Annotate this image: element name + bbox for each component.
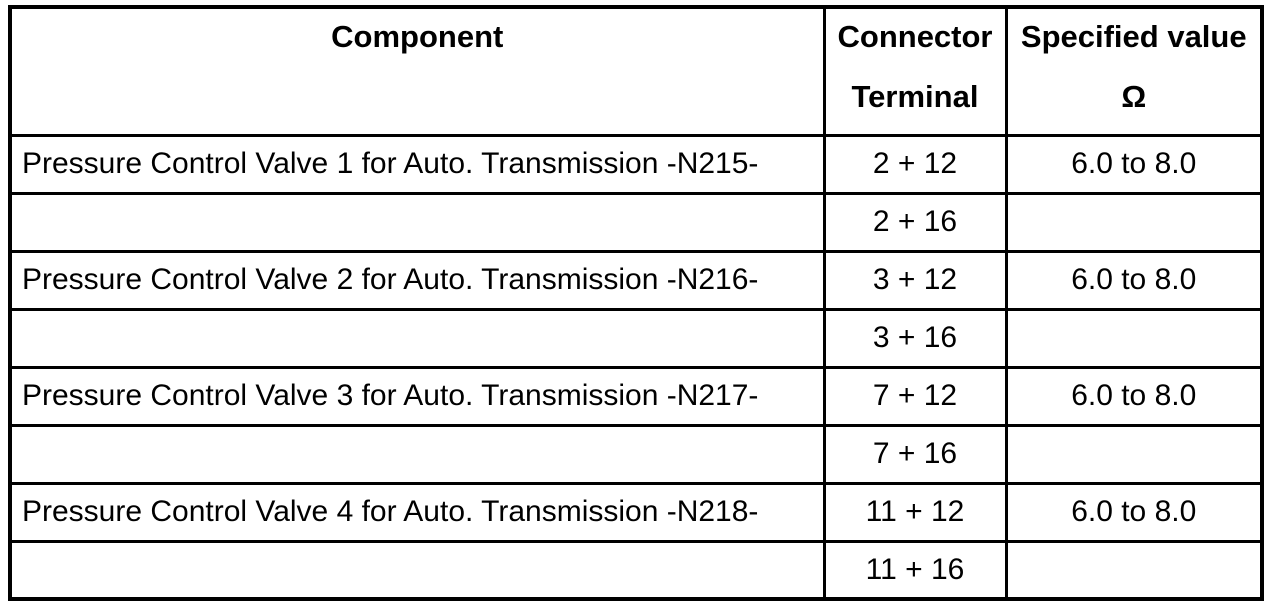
- value-cell: [1004, 191, 1264, 253]
- ohm-symbol: Ω: [1121, 79, 1147, 114]
- component-cell: Pressure Control Valve 2 for Auto. Trans…: [8, 249, 826, 311]
- table-header-row: Component Connector Terminal Specified v…: [8, 5, 1264, 137]
- value-cell: [1004, 539, 1264, 601]
- component-cell: [8, 539, 826, 601]
- specified-value-column-header: Specified value Ω: [1004, 5, 1264, 137]
- terminal-cell: 2 + 16: [822, 191, 1008, 253]
- terminal-cell: 3 + 16: [822, 307, 1008, 369]
- component-column-header: Component: [8, 5, 826, 137]
- table-row: 2 + 16: [8, 191, 1264, 253]
- component-cell: [8, 423, 826, 485]
- component-cell: [8, 307, 826, 369]
- terminal-cell: 2 + 12: [822, 133, 1008, 195]
- component-cell: [8, 191, 826, 253]
- table-row: Pressure Control Valve 2 for Auto. Trans…: [8, 249, 1264, 311]
- terminal-cell: 3 + 12: [822, 249, 1008, 311]
- component-header-label: Component: [331, 19, 504, 54]
- table-row: Pressure Control Valve 1 for Auto. Trans…: [8, 133, 1264, 195]
- terminal-cell: 7 + 16: [822, 423, 1008, 485]
- value-cell: 6.0 to 8.0: [1004, 249, 1264, 311]
- table-row: 3 + 16: [8, 307, 1264, 369]
- table-row: Pressure Control Valve 3 for Auto. Trans…: [8, 365, 1264, 427]
- table-row: 7 + 16: [8, 423, 1264, 485]
- component-cell: Pressure Control Valve 4 for Auto. Trans…: [8, 481, 826, 543]
- connector-header-label: Connector: [837, 19, 993, 54]
- terminal-header-label: Terminal: [851, 79, 979, 114]
- table-row: Pressure Control Valve 4 for Auto. Trans…: [8, 481, 1264, 543]
- value-cell: 6.0 to 8.0: [1004, 365, 1264, 427]
- value-cell: 6.0 to 8.0: [1004, 133, 1264, 195]
- connector-terminal-column-header: Connector Terminal: [822, 5, 1008, 137]
- terminal-cell: 11 + 16: [822, 539, 1008, 601]
- terminal-cell: 11 + 12: [822, 481, 1008, 543]
- specified-value-header-label: Specified value: [1020, 19, 1247, 54]
- value-cell: [1004, 307, 1264, 369]
- table-row: 11 + 16: [8, 539, 1264, 601]
- component-cell: Pressure Control Valve 1 for Auto. Trans…: [8, 133, 826, 195]
- terminal-cell: 7 + 12: [822, 365, 1008, 427]
- resistance-spec-table: Component Connector Terminal Specified v…: [8, 5, 1264, 601]
- value-cell: [1004, 423, 1264, 485]
- component-cell: Pressure Control Valve 3 for Auto. Trans…: [8, 365, 826, 427]
- value-cell: 6.0 to 8.0: [1004, 481, 1264, 543]
